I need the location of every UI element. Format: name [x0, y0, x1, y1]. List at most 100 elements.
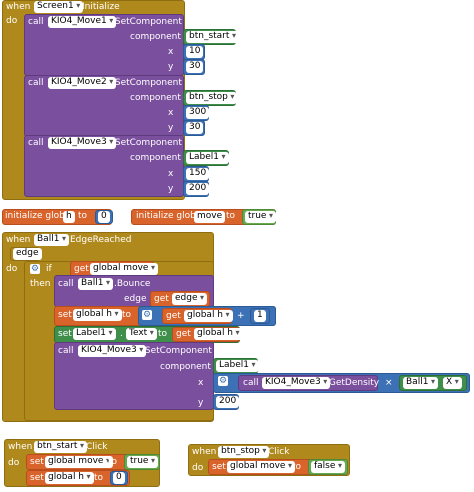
ball1-dropdown[interactable]: Ball1	[403, 377, 438, 389]
get-keyword: get	[166, 311, 181, 321]
gear-icon[interactable]: ⚙	[218, 376, 228, 386]
click-event-name: Click	[86, 442, 108, 452]
component-arg-label: component	[130, 93, 181, 103]
label1-dropdown[interactable]: Label1	[186, 152, 229, 164]
edge-dropdown[interactable]: edge	[172, 293, 208, 305]
global-move-dropdown[interactable]: global move	[45, 456, 114, 468]
click-event-name: Click	[268, 447, 290, 457]
if-keyword: if	[46, 264, 52, 274]
number-field[interactable]: 300	[186, 107, 210, 119]
ball1-dropdown[interactable]: Ball1	[78, 278, 113, 290]
set-keyword: set	[58, 310, 72, 320]
ball1-dropdown[interactable]: Ball1	[34, 234, 69, 246]
to-keyword: to	[78, 211, 88, 221]
global-h-dropdown[interactable]: global h	[73, 309, 122, 321]
component-arg-label: component	[160, 362, 211, 372]
then-keyword: then	[30, 279, 51, 289]
do-keyword: do	[6, 264, 18, 274]
number-field[interactable]: 30	[186, 61, 204, 73]
false-dropdown[interactable]: false	[311, 461, 345, 473]
edge-arg-label: edge	[124, 294, 147, 304]
number-field[interactable]: 0	[113, 472, 125, 484]
to-keyword: to	[158, 329, 168, 339]
do-keyword: do	[8, 458, 20, 468]
x-property-dropdown[interactable]: X	[443, 377, 462, 389]
set-keyword: set	[212, 462, 226, 472]
get-keyword: get	[176, 329, 191, 339]
btn-stop-dropdown[interactable]: btn_stop	[186, 92, 238, 104]
when-keyword: when	[8, 442, 33, 452]
set-keyword: set	[58, 329, 72, 339]
when-keyword: when	[6, 2, 31, 12]
call-keyword: call	[28, 17, 44, 27]
to-keyword: to	[108, 457, 118, 467]
y-arg-label: y	[198, 398, 204, 408]
edge-param-field[interactable]: edge	[13, 248, 42, 260]
true-dropdown[interactable]: true	[127, 456, 159, 468]
kio4-move1-dropdown[interactable]: KIO4_Move1	[48, 16, 117, 28]
number-field[interactable]: 0	[98, 211, 110, 223]
call-keyword: call	[28, 138, 44, 148]
times-operator: ×	[385, 378, 393, 388]
global-move-name-field[interactable]: move	[194, 211, 226, 223]
global-h-dropdown[interactable]: global h	[194, 328, 243, 340]
plus-operator: +	[237, 311, 245, 321]
gear-icon[interactable]: ⚙	[30, 264, 40, 274]
global-h-name-field[interactable]: h	[63, 211, 75, 223]
label1-dropdown[interactable]: Label1	[216, 360, 259, 372]
component-arg-label: component	[130, 153, 181, 163]
screen1-dropdown[interactable]: Screen1	[34, 1, 84, 13]
setcomponent-method: .SetComponent	[112, 138, 182, 148]
initialize-global-keyword: initialize global	[136, 211, 204, 221]
setcomponent-method: .SetComponent	[142, 346, 212, 356]
when-keyword: when	[6, 235, 31, 245]
initialize-global-keyword: initialize global	[5, 211, 73, 221]
call-keyword: call	[58, 279, 74, 289]
global-move-dropdown[interactable]: global move	[90, 263, 159, 275]
kio4-move2-dropdown[interactable]: KIO4_Move2	[48, 77, 117, 89]
btn-stop-dropdown[interactable]: btn_stop	[218, 446, 270, 458]
btn-start-dropdown[interactable]: btn_start	[34, 441, 87, 453]
true-dropdown[interactable]: true	[245, 211, 277, 223]
global-move-dropdown[interactable]: global move	[227, 461, 296, 473]
kio4-move3-dropdown[interactable]: KIO4_Move3	[48, 137, 117, 149]
text-property-dropdown[interactable]: Text	[126, 328, 157, 340]
kio4-move3-dropdown[interactable]: KIO4_Move3	[78, 345, 147, 357]
number-field[interactable]: 150	[186, 168, 210, 180]
number-field[interactable]: 30	[186, 122, 204, 134]
setcomponent-method: .SetComponent	[112, 78, 182, 88]
do-keyword: do	[192, 463, 204, 473]
number-field[interactable]: 200	[216, 396, 240, 408]
call-keyword: call	[243, 378, 259, 388]
bounce-method: .Bounce	[114, 279, 151, 289]
setcomponent-method: .SetComponent	[112, 17, 182, 27]
set-keyword: set	[30, 457, 44, 467]
label1-dropdown[interactable]: Label1	[73, 328, 116, 340]
x-arg-label: x	[168, 169, 174, 179]
x-arg-label: x	[168, 108, 174, 118]
kio4-move3-dropdown[interactable]: KIO4_Move3	[262, 377, 331, 389]
global-h-dropdown[interactable]: global h	[45, 472, 94, 484]
y-arg-label: y	[168, 62, 174, 72]
gear-icon[interactable]: ⚙	[142, 310, 152, 320]
global-h-dropdown[interactable]: global h	[184, 310, 233, 322]
number-field[interactable]: 200	[186, 183, 210, 195]
x-arg-label: x	[198, 378, 204, 388]
to-keyword: to	[292, 462, 302, 472]
x-arg-label: x	[168, 47, 174, 57]
to-keyword: to	[226, 211, 236, 221]
dot-separator: .	[436, 378, 439, 388]
initialize-event-name: Initialize	[82, 2, 120, 12]
number-field[interactable]: 10	[186, 46, 204, 58]
y-arg-label: y	[168, 184, 174, 194]
to-keyword: to	[122, 310, 132, 320]
getdensity-method: .GetDensity	[326, 378, 380, 388]
get-keyword: get	[154, 294, 169, 304]
btn-start-dropdown[interactable]: btn_start	[186, 31, 239, 43]
when-keyword: when	[192, 447, 217, 457]
dot-separator: .	[120, 329, 123, 339]
do-keyword: do	[6, 16, 18, 26]
call-keyword: call	[58, 346, 74, 356]
set-keyword: set	[30, 473, 44, 483]
number-field[interactable]: 1	[254, 310, 266, 322]
